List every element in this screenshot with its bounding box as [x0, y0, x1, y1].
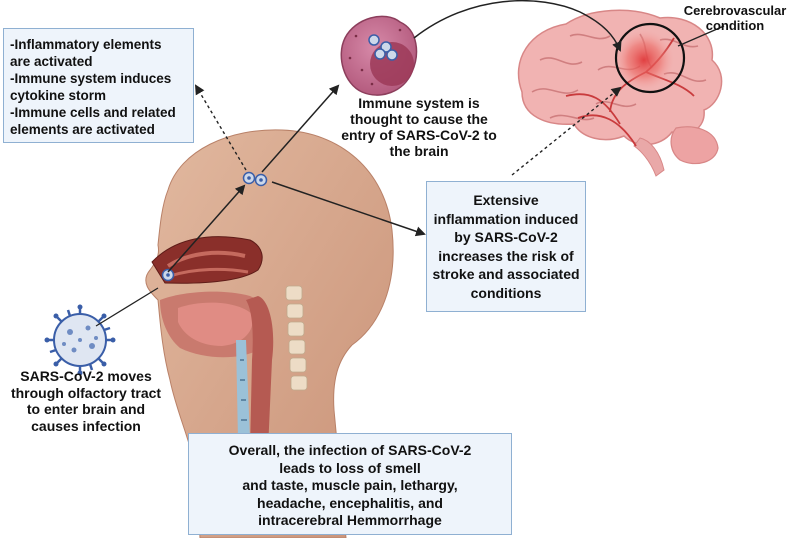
infected-cell-icon [340, 15, 418, 96]
cerebro-label-line-text: Cerebrovascular [683, 3, 787, 18]
inflammation-line: Extensive [473, 192, 539, 208]
virus-icon [161, 268, 175, 282]
immune-caption-line: entry of SARS-CoV-2 to [341, 127, 497, 143]
cerebro-label-line-text: condition [705, 18, 765, 33]
entry-caption-line: SARS-CoV-2 moves [20, 368, 152, 384]
effects-line: -Immune system induces [10, 71, 172, 86]
summary-line: leads to loss of smell [279, 459, 421, 476]
immune-entry-arrow [261, 84, 340, 173]
immune-caption: Immune system is thought to cause the en… [336, 95, 502, 159]
inflammation-box: Extensive inflammation induced by SARS-C… [426, 181, 586, 312]
effects-box: -Inflammatory elements are activated -Im… [3, 28, 194, 143]
immune-caption-line: thought to cause the [350, 111, 488, 127]
immune-caption-line: Immune system is [358, 95, 480, 111]
summary-line: Overall, the infection of SARS-CoV-2 [228, 442, 472, 458]
summary-line: and taste, muscle pain, lethargy, [242, 477, 458, 493]
effects-line: elements are activated [10, 122, 155, 137]
summary-line: headache, encephalitis, and [257, 494, 443, 511]
stroke-risk-dotted-arrow [511, 86, 622, 176]
lesion-highlight-circle [614, 22, 686, 94]
summary-line: intracerebral Hemmorrhage [258, 512, 442, 528]
immune-caption-line: the brain [389, 143, 449, 159]
inflammation-line: inflammation induced [433, 210, 579, 227]
cerebro-label-line [677, 25, 725, 47]
entry-caption-line: to enter brain and [26, 401, 146, 417]
entry-caption-line: causes infection [31, 417, 141, 434]
entry-caption: SARS-CoV-2 moves through olfactory tract… [2, 368, 170, 434]
cell-to-brain-arrow [413, 0, 622, 52]
olfactory-arrow [167, 184, 246, 273]
effects-line: -Immune cells and related [10, 105, 176, 120]
effects-dotted-arrow [194, 84, 247, 171]
virus-icon [242, 171, 268, 187]
effects-line: cytokine storm [10, 88, 107, 103]
effects-line: are activated [10, 54, 93, 69]
inflammation-line: conditions [470, 284, 542, 301]
brain-icon [517, 9, 723, 177]
inflammation-line: by SARS-CoV-2 [454, 229, 558, 245]
inflammation-line: stroke and associated [432, 266, 580, 282]
entry-caption-line: through olfactory tract [10, 384, 162, 401]
inflammation-line: increases the risk of [438, 247, 574, 264]
virus-icon [44, 304, 116, 376]
summary-box: Overall, the infection of SARS-CoV-2 lea… [188, 433, 512, 535]
cerebro-label: Cerebrovascular condition [676, 3, 794, 33]
effects-line: -Inflammatory elements [10, 37, 162, 52]
inflammation-arrow [271, 181, 426, 237]
entry-arrow [95, 287, 159, 327]
